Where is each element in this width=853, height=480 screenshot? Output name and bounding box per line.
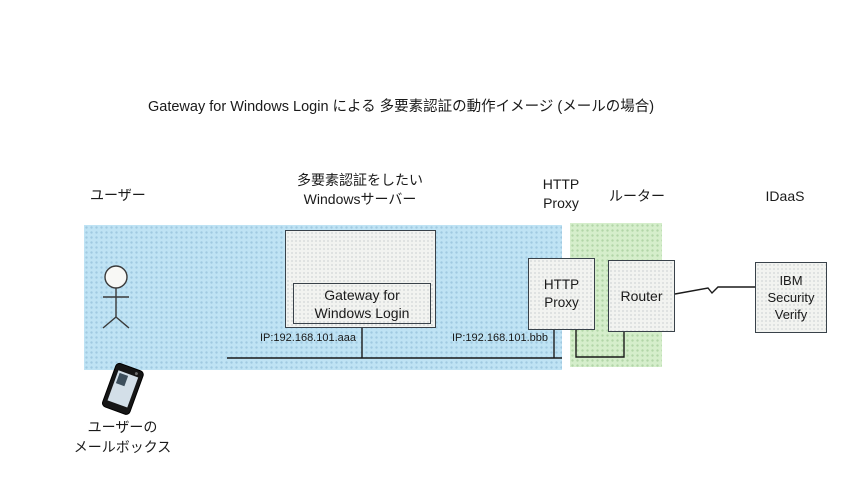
mailbox-label: ユーザーの メールボックス — [45, 417, 200, 457]
lane-label-http-proxy-line1: HTTP — [542, 176, 580, 192]
router-box-label: Router — [620, 288, 663, 304]
gateway-box-line2: Windows Login — [314, 304, 410, 321]
ip-label-proxy: IP:192.168.101.bbb — [451, 332, 548, 344]
mailbox-label-line2: メールボックス — [73, 439, 172, 455]
http-proxy-box-line1: HTTP — [543, 277, 580, 292]
ibm-box-line1: IBM — [779, 273, 803, 288]
ibm-box-line3: Verify — [774, 307, 808, 322]
smartphone-body — [102, 362, 144, 415]
ip-label-server: IP:192.168.101.aaa — [259, 332, 356, 344]
lane-label-windows-server: 多要素認証をしたい Windowsサーバー — [271, 171, 449, 209]
gateway-box: Gateway for Windows Login — [293, 283, 431, 324]
smartphone-app-thumbnail — [115, 372, 129, 387]
smartphone-icon — [102, 362, 144, 415]
diagram-title: Gateway for Windows Login による 多要素認証の動作イメ… — [148, 99, 655, 115]
http-proxy-box: HTTP Proxy — [528, 258, 595, 330]
router-box: Router — [608, 260, 675, 332]
ibm-box-line2: Security — [767, 290, 815, 305]
lane-label-windows-server-line2: Windowsサーバー — [303, 191, 417, 207]
lane-label-http-proxy: HTTP Proxy — [531, 175, 591, 213]
mailbox-label-line1: ユーザーの — [87, 419, 158, 435]
lane-label-http-proxy-line2: Proxy — [543, 195, 579, 211]
http-proxy-box-line2: Proxy — [544, 295, 579, 310]
lane-label-router: ルーター — [609, 188, 665, 204]
router-to-idaas-zigzag-line — [674, 286, 757, 295]
lane-label-windows-server-line1: 多要素認証をしたい — [297, 172, 423, 188]
lane-label-idaas: IDaaS — [765, 188, 805, 204]
smartphone-camera-dot — [134, 372, 138, 376]
gateway-box-line1: Gateway for — [324, 286, 400, 303]
ibm-security-verify-box: IBM Security Verify — [755, 262, 827, 333]
lane-label-user: ユーザー — [90, 187, 146, 203]
smartphone-screen — [107, 370, 139, 408]
